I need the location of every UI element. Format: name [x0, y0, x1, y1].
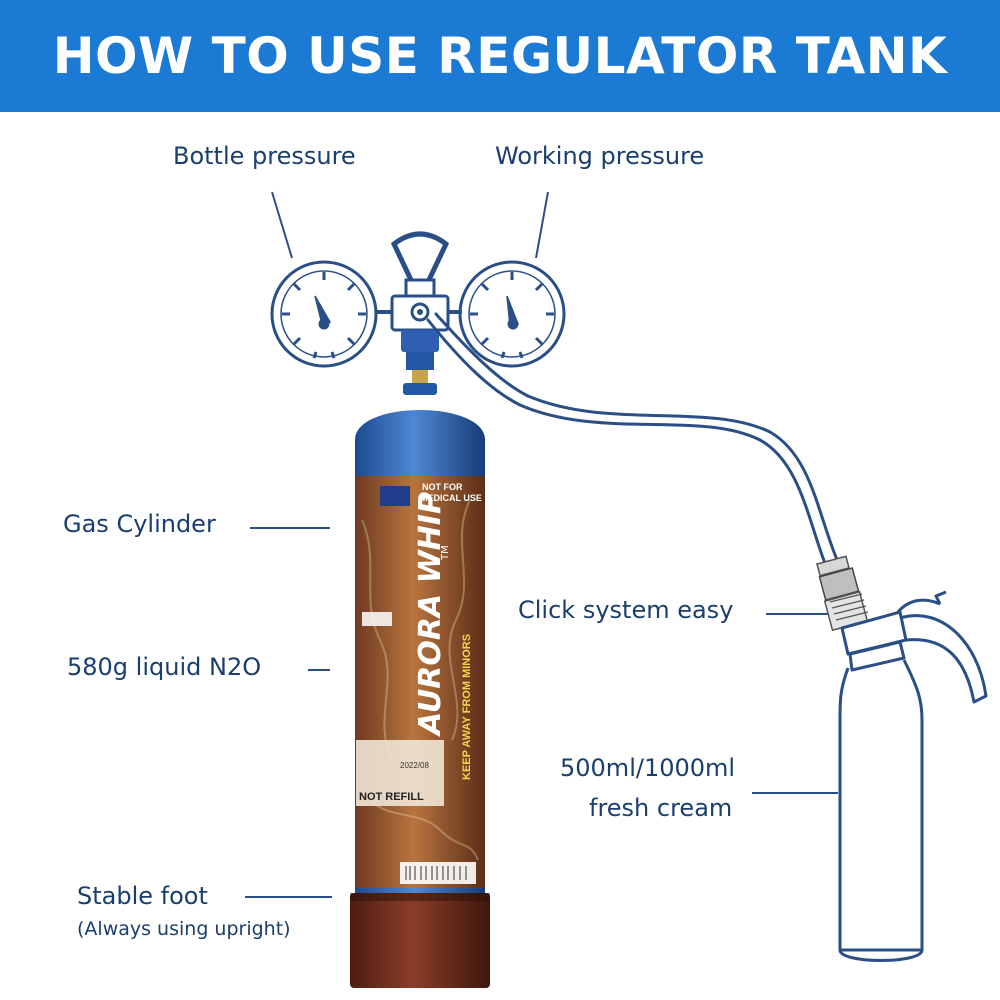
liquid-label: 580g liquid N2O [67, 653, 262, 681]
cylinder-trademark: TM [440, 545, 451, 561]
bottle-pressure-pointer [271, 191, 293, 259]
not-for-medical-line2: MEDICAL USE [420, 493, 482, 503]
bottle-pressure-gauge [270, 260, 378, 368]
pointer-lines [245, 191, 838, 898]
page-title: HOW TO USE REGULATOR TANK [52, 27, 948, 85]
gas-cylinder-label: Gas Cylinder [63, 510, 216, 538]
working-pressure-label: Working pressure [495, 142, 705, 170]
cylinder-brand: AURORA WHIP [413, 492, 448, 737]
working-pressure-pointer [535, 191, 549, 259]
stable-foot-label: Stable foot [77, 882, 208, 910]
cream-label-line2: fresh cream [589, 794, 733, 822]
not-for-medical-text: NOT FOR MEDICAL USE [420, 482, 482, 503]
regulator-body [376, 231, 462, 332]
not-for-medical-line1: NOT FOR [422, 482, 463, 492]
cylinder-not-refill: NOT REFILL [359, 791, 424, 803]
stable-foot-note: (Always using upright) [77, 918, 291, 940]
cream-label-line1: 500ml/1000ml [560, 754, 736, 782]
cream-dispenser [838, 590, 988, 962]
cylinder-minors: KEEP AWAY FROM MINORS [461, 634, 473, 780]
working-pressure-gauge [458, 260, 566, 368]
hose-connector [816, 555, 869, 632]
cylinder-valve [401, 330, 439, 384]
bottle-pressure-label: Bottle pressure [173, 142, 356, 170]
title-banner: HOW TO USE REGULATOR TANK [0, 0, 1000, 112]
gas-cylinder: NOT FOR MEDICAL USE AURORA WHIP TM KEEP … [350, 383, 490, 988]
cylinder-date: 2022/08 [400, 761, 429, 770]
click-system-label: Click system easy [518, 596, 734, 624]
hose [426, 312, 840, 568]
